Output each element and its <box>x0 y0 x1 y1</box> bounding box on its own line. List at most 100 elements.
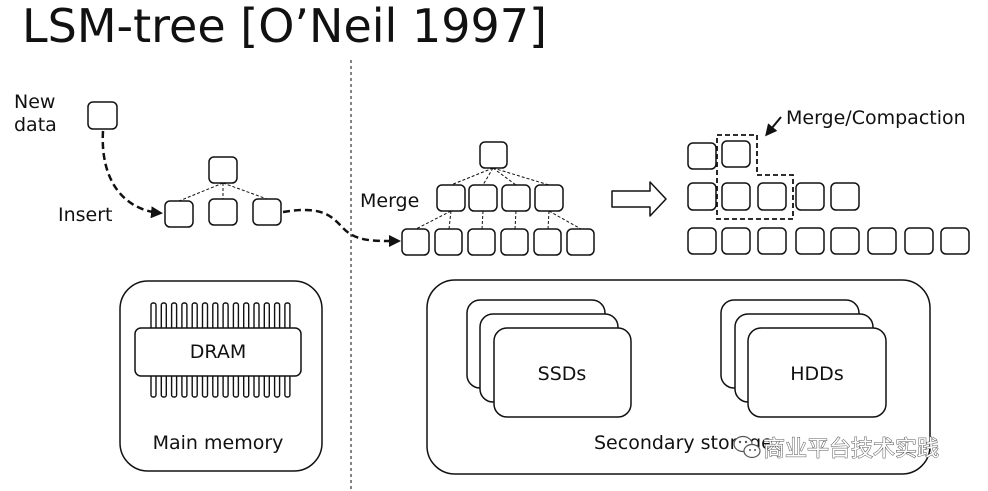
level2-run-node <box>940 227 970 255</box>
new-data-label-line2: data <box>14 114 57 136</box>
main-memory-box: DRAM Main memory <box>119 280 323 472</box>
chip-pin <box>181 373 188 398</box>
chip-pin <box>273 302 281 331</box>
chip-pin <box>212 373 219 398</box>
chip-pin <box>201 373 209 398</box>
merge-tree-leaf-node <box>500 228 529 256</box>
tree-edge <box>492 167 517 186</box>
chip-pin <box>181 302 188 331</box>
tree-edge <box>178 182 224 202</box>
merge-tree-root-node <box>479 141 508 169</box>
dram-chip-icon <box>134 302 302 398</box>
memtable-leaf-node <box>164 200 194 228</box>
watermark: 商业平台技术实践 <box>733 435 940 463</box>
compaction-region-outline <box>716 134 794 220</box>
chip-pin <box>150 302 157 331</box>
new-data-label: New data <box>14 91 62 136</box>
chip-pin <box>242 373 250 398</box>
chip-pin <box>284 373 291 398</box>
chip-pin <box>170 302 178 331</box>
merge-tree-inner-node <box>501 184 531 212</box>
chip-pin <box>212 302 219 331</box>
level2-run-node <box>867 227 897 255</box>
slide-title: LSM-tree [O’Neil 1997] <box>22 0 547 53</box>
level1-run-node <box>830 182 860 211</box>
chip-pin <box>170 373 178 398</box>
merge-tree-leaf-node <box>434 228 463 256</box>
memtable-leaf-node <box>208 198 238 226</box>
chip-pin <box>263 373 270 398</box>
chip-pin <box>242 302 250 331</box>
level1-run-node <box>795 182 825 211</box>
wechat-icon <box>733 435 761 459</box>
compaction-pointer-arrow <box>765 116 782 137</box>
level1-run-node <box>721 182 751 211</box>
sorted-run-levels <box>687 140 970 255</box>
level2-run-node <box>721 227 751 255</box>
new-data-node <box>87 101 118 130</box>
ssd-label: SSDs <box>538 363 587 385</box>
level2-run-node <box>757 227 787 255</box>
insert-arrow <box>101 130 163 219</box>
transition-arrow-icon <box>611 181 667 217</box>
secondary-storage-box: SSDs HDDs Secondary storage <box>426 279 931 475</box>
memtable-tree <box>164 156 282 228</box>
chip-pin <box>191 302 198 331</box>
merge-tree-inner-node <box>468 184 498 212</box>
tree-edge <box>492 167 550 186</box>
ssd-stack-icon <box>466 299 632 418</box>
merge-tree-leaf-node <box>401 228 430 256</box>
tree-edge <box>482 167 494 186</box>
tree-edge <box>514 210 517 230</box>
tree-edge <box>547 210 550 230</box>
hdd-stack-icon <box>720 299 887 418</box>
level2-run-node <box>795 227 825 255</box>
level2-run-node <box>904 227 934 255</box>
chip-pin <box>232 302 240 331</box>
merge-tree-inner-node <box>436 184 466 212</box>
level2-run-node <box>687 227 717 255</box>
merge-tree <box>401 141 595 256</box>
chip-pin <box>284 302 291 331</box>
tree-edge <box>448 210 452 230</box>
level1-run-node <box>687 182 717 211</box>
chip-pin <box>191 373 198 398</box>
merge-tree-leaf-node <box>467 228 496 256</box>
chip-pin <box>222 373 229 398</box>
tree-edge <box>222 182 268 200</box>
tree-edge <box>481 210 484 230</box>
chip-pin <box>222 302 229 331</box>
main-memory-caption: Main memory <box>153 432 284 454</box>
level0-run-node <box>687 142 717 170</box>
tree-edge <box>415 210 452 230</box>
insert-label: Insert <box>58 204 113 226</box>
chip-pin <box>160 373 168 398</box>
memtable-leaf-node <box>252 198 282 226</box>
chip-pin <box>201 302 209 331</box>
chip-pin <box>232 373 240 398</box>
hdd-label: HDDs <box>790 363 843 385</box>
tree-edge <box>548 210 582 230</box>
hdd-card-front <box>747 327 887 418</box>
ssd-card-front <box>493 327 632 418</box>
chip-pin <box>273 373 281 398</box>
dram-label: DRAM <box>190 341 246 363</box>
chip-pin <box>150 373 157 398</box>
merge-label: Merge <box>360 190 419 212</box>
chip-pin <box>160 302 168 331</box>
merge-tree-leaf-node <box>566 228 595 256</box>
merge-tree-inner-node <box>534 184 564 212</box>
merge-tree-leaf-node <box>533 228 562 256</box>
dram-chip-body <box>134 327 302 377</box>
level1-run-node <box>757 182 787 211</box>
merge-compaction-label: Merge/Compaction <box>786 107 966 129</box>
chip-pin <box>253 302 260 331</box>
tree-edge <box>450 167 494 186</box>
secondary-storage-caption: Secondary storage <box>594 432 773 454</box>
level0-run-node <box>721 140 751 168</box>
memtable-root-node <box>208 156 238 184</box>
chip-pin <box>253 373 260 398</box>
chip-pin <box>263 302 270 331</box>
flush-arrow <box>282 208 401 248</box>
